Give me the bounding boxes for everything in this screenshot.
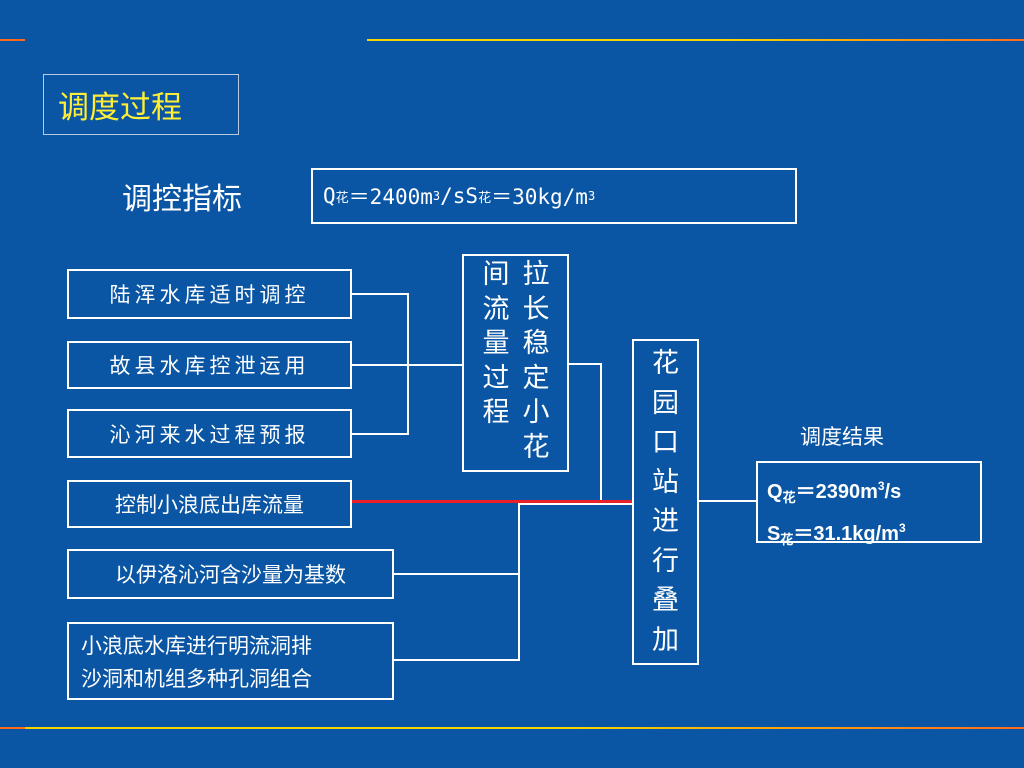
vertical-char: 叠 (652, 585, 679, 616)
vertical-char: 行 (652, 545, 679, 577)
indicator-s-value: ＝30kg/m (491, 185, 588, 209)
vertical-char: 过 (482, 362, 510, 394)
connector-line (394, 573, 520, 575)
input-box-guxian-reservoir: 故县水库控泄运用 (67, 341, 352, 389)
result-s-symbol: S (767, 523, 781, 545)
indicator-q-superscript: 3 (432, 189, 441, 203)
result-q-value: ＝2390m (795, 481, 878, 503)
vertical-char: 园 (652, 387, 679, 419)
vertical-char: 拉 (522, 259, 550, 290)
input-box-line: 小浪底水库进行明流洞排 (81, 634, 312, 658)
connector-line (600, 363, 602, 503)
input-box-qinhe-forecast: 沁河来水过程预报 (67, 409, 352, 458)
connector-line (352, 433, 409, 435)
middle-column-left: 间 流 量 过 程 (478, 258, 514, 431)
connector-line (518, 503, 520, 661)
indicator-s-symbol: S (465, 184, 479, 208)
top-rule-right (367, 39, 1024, 41)
indicator-label: 调控指标 (122, 182, 242, 217)
indicator-q-symbol: Q (323, 184, 336, 208)
vertical-char: 站 (652, 466, 679, 498)
indicator-q-value: ＝2400m (348, 185, 433, 209)
connector-line (569, 363, 602, 365)
result-q-symbol: Q (767, 481, 783, 503)
page-title: 调度过程 (43, 74, 239, 135)
result-q-unit: /s (884, 481, 902, 503)
result-q-line: Q花＝2390m3/s (767, 471, 980, 513)
indicator-q-unit: /s (440, 184, 466, 208)
vertical-char: 长 (522, 293, 550, 325)
result-s-line: S花＝31.1kg/m3 (767, 513, 980, 555)
input-box-xiaolangdi-outflow: 控制小浪底出库流量 (67, 480, 352, 528)
indicator-s-subscript: 花 (478, 190, 492, 206)
vertical-char: 间 (482, 259, 510, 290)
vertical-char: 程 (482, 397, 510, 428)
result-q-superscript: 3 (877, 479, 885, 493)
result-box: Q花＝2390m3/s S花＝31.1kg/m3 (756, 461, 982, 547)
result-label: 调度结果 (800, 425, 884, 449)
result-s-superscript: 3 (898, 521, 906, 535)
vertical-char: 量 (482, 328, 510, 359)
middle-flow-box: 间 流 量 过 程 拉 长 稳 定 小 花 (462, 254, 569, 472)
indicator-s-superscript: 3 (587, 189, 596, 203)
connector-line (518, 503, 632, 505)
vertical-char: 定 (522, 362, 550, 394)
vertical-char: 加 (652, 624, 679, 656)
vertical-char: 花 (522, 431, 550, 463)
middle-column-right: 拉 长 稳 定 小 花 (518, 258, 554, 465)
result-s-value: ＝31.1kg/m (793, 523, 899, 545)
input-box-sediment-base: 以伊洛沁河含沙量为基数 (67, 549, 394, 599)
highlight-line (352, 500, 632, 503)
input-box-xiaolangdi-outlets: 小浪底水库进行明流洞排 沙洞和机组多种孔洞组合 (67, 622, 394, 700)
bottom-rule-left (0, 727, 25, 729)
indicator-q-subscript: 花 (335, 190, 349, 206)
input-box-line: 沙洞和机组多种孔洞组合 (81, 667, 312, 691)
input-box-luhun-reservoir: 陆浑水库适时调控 (67, 269, 352, 319)
connector-line (394, 659, 520, 661)
vertical-char: 稳 (522, 328, 550, 359)
vertical-char: 小 (522, 397, 550, 428)
vertical-char: 口 (652, 427, 679, 458)
connector-line (352, 293, 409, 295)
vertical-char: 流 (482, 293, 510, 325)
bottom-rule-right (25, 727, 1024, 729)
connector-line (699, 500, 756, 502)
vertical-char: 花 (652, 348, 679, 379)
station-overlay-box: 花 园 口 站 进 行 叠 加 (632, 339, 699, 665)
vertical-char: 进 (652, 506, 679, 537)
result-s-subscript: 花 (780, 532, 794, 547)
top-rule-left (0, 39, 25, 41)
result-q-subscript: 花 (782, 490, 796, 505)
connector-line (407, 293, 409, 435)
